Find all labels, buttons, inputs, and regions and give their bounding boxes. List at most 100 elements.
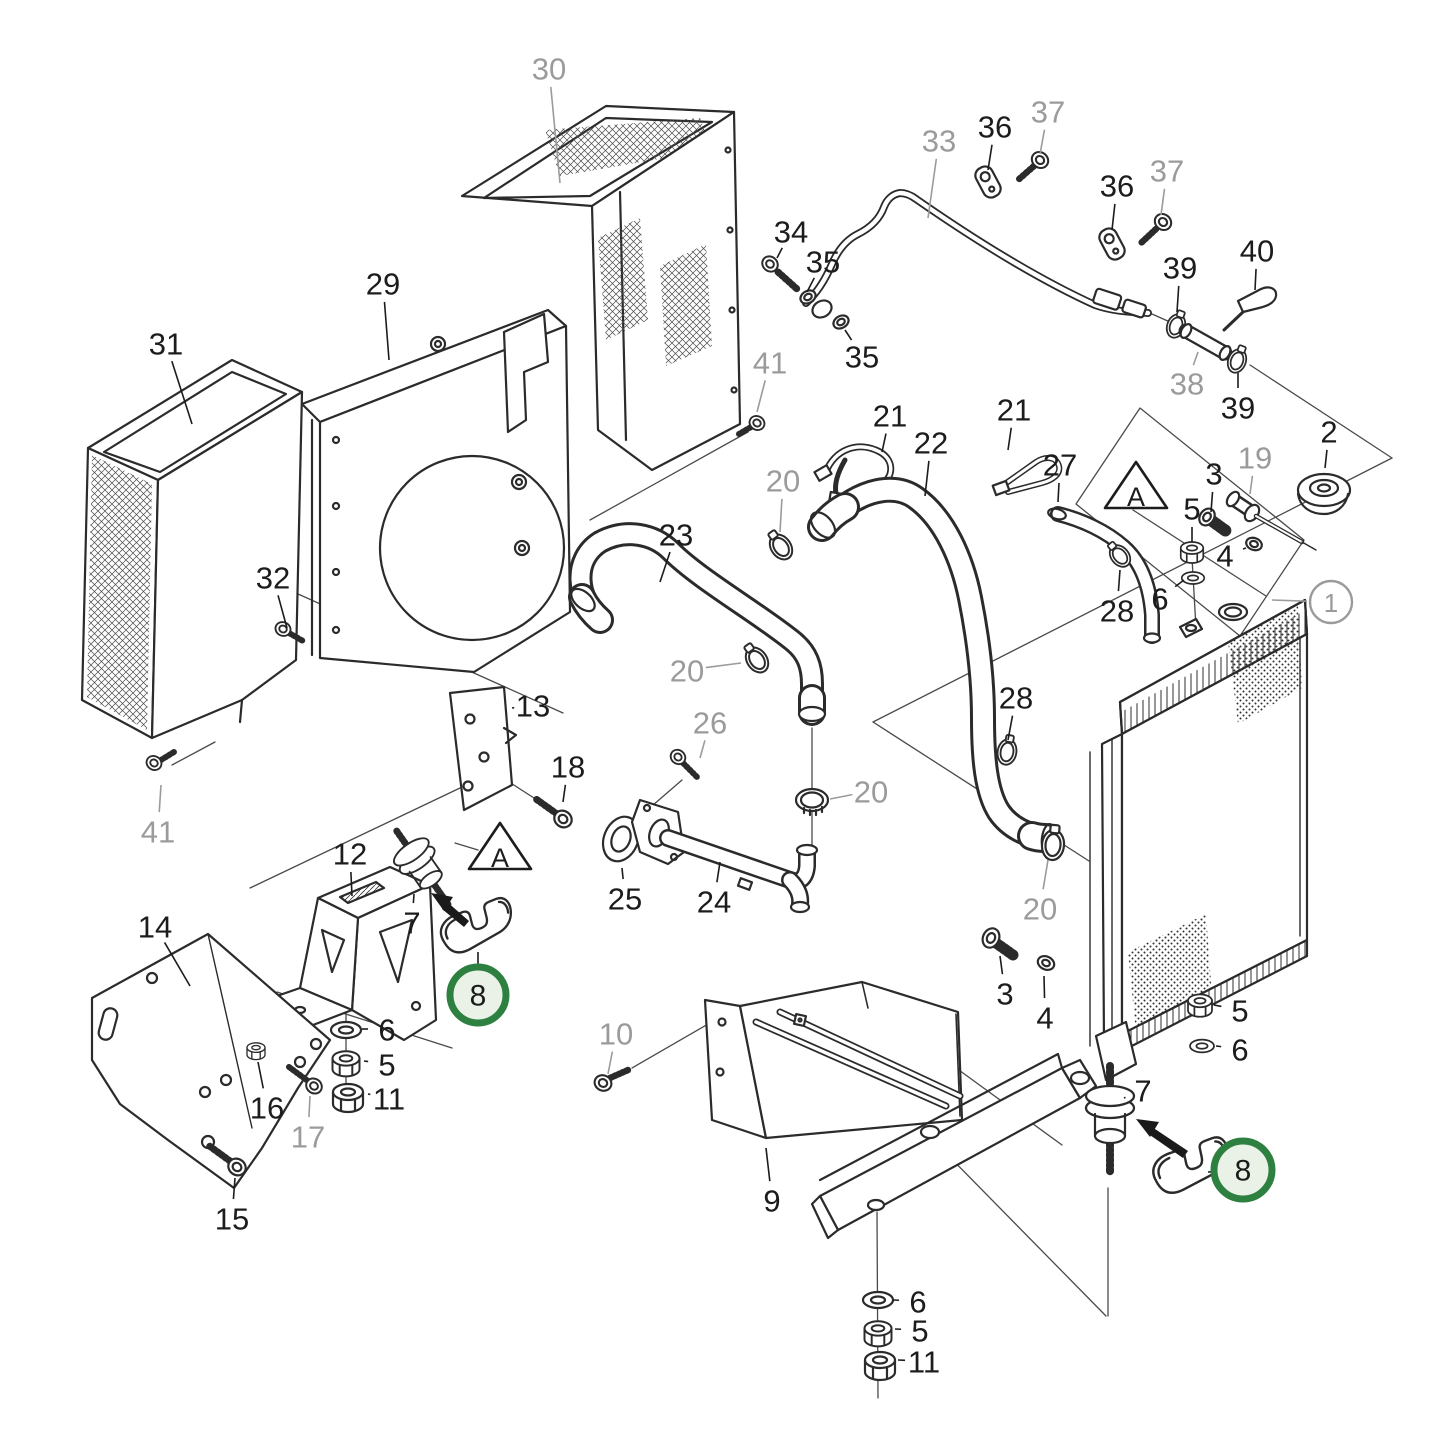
bolt-15 — [204, 1141, 251, 1180]
part-label-30: 30 — [532, 52, 566, 184]
tube-38 — [1178, 323, 1233, 361]
nut-5-bottom — [863, 1320, 893, 1348]
svg-text:30: 30 — [532, 52, 566, 87]
svg-text:21: 21 — [873, 399, 907, 434]
svg-text:14: 14 — [138, 910, 172, 945]
nut-11-bottom — [863, 1350, 897, 1382]
part-label-27: 27 — [1043, 448, 1077, 503]
detail-marker-A: A — [1103, 460, 1169, 512]
svg-text:27: 27 — [1043, 448, 1077, 483]
part-label-14: 14 — [138, 910, 191, 987]
svg-text:16: 16 — [250, 1091, 284, 1126]
svg-text:5: 5 — [1231, 994, 1248, 1029]
part-label-18: 18 — [551, 750, 585, 803]
svg-text:20: 20 — [854, 775, 888, 810]
fitting-3-lower — [981, 927, 1019, 961]
svg-text:34: 34 — [774, 215, 808, 250]
bolt-34 — [758, 252, 801, 293]
nut-11-left — [331, 1082, 365, 1114]
svg-text:15: 15 — [215, 1202, 249, 1237]
svg-text:38: 38 — [1170, 367, 1204, 402]
part-label-20: 20 — [766, 464, 800, 533]
arrow-to-mount-upper — [431, 893, 469, 927]
clevis-36b — [1098, 227, 1126, 261]
bolt-41-left — [143, 749, 177, 774]
part-label-33: 33 — [922, 124, 956, 219]
arrow-to-mount-lower — [1136, 1119, 1188, 1158]
svg-text:7: 7 — [1134, 1074, 1151, 1109]
svg-text:39: 39 — [1221, 391, 1255, 426]
part-label-7: 7 — [403, 893, 421, 941]
svg-text:11: 11 — [373, 1082, 405, 1117]
washer-6-left — [329, 1020, 363, 1040]
svg-text:37: 37 — [1031, 95, 1065, 130]
svg-text:3: 3 — [1205, 457, 1222, 492]
part-label-17: 17 — [291, 1095, 325, 1155]
fitting-3-upper — [1198, 507, 1232, 537]
svg-text:2: 2 — [1320, 415, 1337, 450]
part-label-2: 2 — [1320, 415, 1338, 469]
part-24-25-water-pipe — [601, 745, 819, 914]
part-label-4: 4 — [1216, 539, 1247, 574]
bolt-17 — [286, 1064, 326, 1098]
washer-6-bottom — [861, 1290, 895, 1310]
part-label-35: 35 — [844, 329, 879, 375]
part-31-grille — [80, 358, 304, 740]
svg-text:35: 35 — [806, 245, 840, 280]
part-label-37: 37 — [1031, 95, 1065, 155]
part-2-radiator-cap — [1296, 472, 1352, 516]
part-label-26: 26 — [693, 706, 727, 759]
part-label-20: 20 — [670, 654, 742, 689]
svg-text:22: 22 — [914, 426, 948, 461]
part-label-22: 22 — [914, 426, 948, 497]
svg-text:32: 32 — [256, 561, 290, 596]
part-label-5: 5 — [1183, 492, 1201, 542]
clamp-20-band — [794, 787, 830, 817]
part-label-3: 3 — [1205, 457, 1223, 513]
svg-text:41: 41 — [141, 815, 175, 850]
part-23-lower-hose — [568, 522, 830, 817]
svg-text:11: 11 — [908, 1345, 940, 1380]
part-label-7: 7 — [1123, 1074, 1152, 1109]
svg-text:40: 40 — [1240, 234, 1274, 269]
svg-text:6: 6 — [1231, 1033, 1248, 1068]
part-label-11: 11 — [897, 1345, 940, 1380]
svg-text:3: 3 — [996, 977, 1013, 1012]
pipe-end-nut — [811, 299, 833, 319]
part-label-15: 15 — [215, 1177, 249, 1237]
svg-text:29: 29 — [366, 267, 400, 302]
part-label-38: 38 — [1170, 351, 1204, 402]
part-label-31: 31 — [149, 327, 193, 425]
part-label-28: 28 — [1100, 569, 1134, 629]
part-label-21: 21 — [873, 399, 907, 453]
bolt-41-right — [736, 412, 768, 437]
part-label-41: 41 — [141, 784, 175, 850]
part-label-41: 41 — [753, 346, 787, 413]
part-label-39: 39 — [1163, 251, 1197, 313]
bolt-37a — [1014, 147, 1053, 184]
washer-6-upper — [1180, 571, 1206, 585]
part-label-34: 34 — [774, 215, 808, 259]
part-label-36: 36 — [978, 110, 1012, 171]
svg-text:35: 35 — [845, 340, 879, 375]
part-label-6: 6 — [892, 1285, 927, 1320]
part-label-5: 5 — [894, 1314, 929, 1349]
bolt-18 — [532, 795, 577, 832]
svg-text:39: 39 — [1163, 251, 1197, 286]
svg-text:5: 5 — [911, 1314, 928, 1349]
svg-text:7: 7 — [403, 906, 420, 941]
svg-text:25: 25 — [608, 882, 642, 917]
part-label-3: 3 — [996, 955, 1014, 1012]
part-label-21: 21 — [997, 393, 1031, 451]
part-label-8-callout: 8 — [1207, 1137, 1276, 1203]
part-label-6: 6 — [1151, 579, 1185, 617]
part-label-20: 20 — [829, 775, 888, 810]
bolt-10 — [590, 1066, 632, 1095]
svg-text:36: 36 — [978, 110, 1012, 145]
part-21-harness-clip-right — [991, 455, 1063, 497]
part-label-23: 23 — [659, 518, 693, 583]
svg-text:13: 13 — [516, 689, 550, 724]
svg-text:18: 18 — [551, 750, 585, 785]
svg-text:5: 5 — [1183, 492, 1200, 527]
